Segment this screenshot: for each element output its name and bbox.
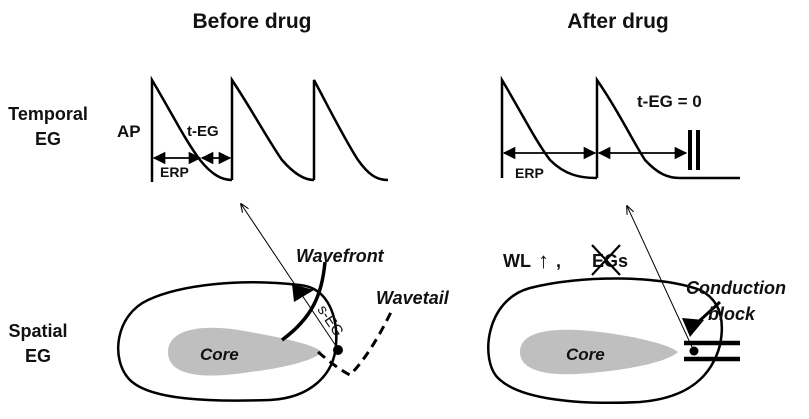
- before-outer-loop: [116, 281, 338, 402]
- block-bars-temporal: [688, 130, 700, 170]
- before-erp-label: ERP: [160, 164, 189, 180]
- before-electrode-dot: [333, 345, 343, 355]
- before-core-label: Core: [200, 345, 239, 364]
- wavefront-label: Wavefront: [296, 246, 385, 266]
- s-eg-label: s-EG: [314, 302, 347, 340]
- row-label-temporal: Temporal: [8, 104, 88, 124]
- row-label-temporal-eg: EG: [35, 129, 61, 149]
- conduction-label: Conduction: [686, 278, 786, 298]
- wl-up-arrow-icon: ↑: [538, 248, 549, 273]
- after-erp-label: ERP: [515, 165, 544, 181]
- after-outer-loop: [487, 277, 724, 405]
- row-label-spatial-eg: EG: [25, 346, 51, 366]
- ap-label: AP: [117, 122, 141, 141]
- block-label: block: [708, 304, 756, 324]
- before-core: [168, 327, 322, 376]
- before-teg-label: t-EG: [187, 123, 219, 140]
- header-before-drug: Before drug: [192, 10, 311, 33]
- wavetail-label: Wavetail: [376, 288, 450, 308]
- wl-label: WL: [503, 251, 531, 271]
- before-wavetail-line: [317, 309, 394, 377]
- conduction-arrow-line: [694, 300, 722, 326]
- after-connector-arrow: [627, 206, 693, 348]
- conduction-block-bars: [684, 340, 740, 362]
- before-wavefront-line: [280, 261, 327, 342]
- after-core: [520, 329, 678, 375]
- after-electrode-dot: [689, 346, 699, 356]
- egs-cross-icon: [591, 244, 621, 276]
- wl-comma: ,: [556, 251, 561, 271]
- after-core-label: Core: [566, 345, 605, 364]
- after-ap-trace: [500, 75, 740, 180]
- before-connector-arrow: [241, 204, 337, 347]
- header-after-drug: After drug: [567, 10, 669, 33]
- after-teg-zero-label: t-EG = 0: [637, 92, 702, 111]
- row-label-spatial: Spatial: [8, 321, 67, 341]
